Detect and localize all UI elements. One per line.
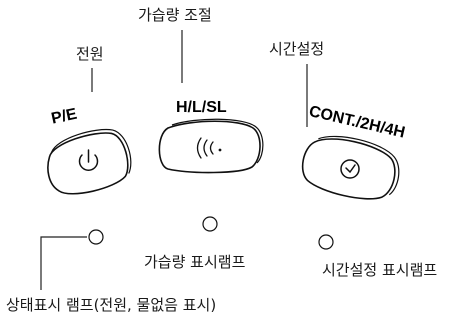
humidify-control-label: 가습량 조절 bbox=[138, 6, 212, 24]
wave-icon bbox=[196, 137, 222, 159]
humidify-button[interactable] bbox=[158, 118, 264, 174]
clock-icon bbox=[340, 159, 360, 179]
status-lamp bbox=[88, 229, 104, 245]
time-lamp-label: 시간설정 표시램프 bbox=[322, 261, 438, 279]
humidify-lamp-label: 가습량 표시램프 bbox=[144, 253, 246, 271]
power-button[interactable] bbox=[41, 123, 137, 200]
power-icon bbox=[78, 149, 99, 171]
humidify-lamp bbox=[202, 216, 218, 232]
time-setting-label: 시간설정 bbox=[269, 40, 325, 58]
leader-line-status-lamp bbox=[40, 236, 87, 290]
humidify-code-label: H/L/SL bbox=[176, 99, 227, 116]
status-lamp-label: 상태표시 램프(전원, 물없음 표시) bbox=[6, 296, 217, 314]
power-label: 전원 bbox=[76, 45, 104, 63]
time-lamp bbox=[318, 234, 334, 250]
timer-button[interactable] bbox=[298, 129, 405, 206]
